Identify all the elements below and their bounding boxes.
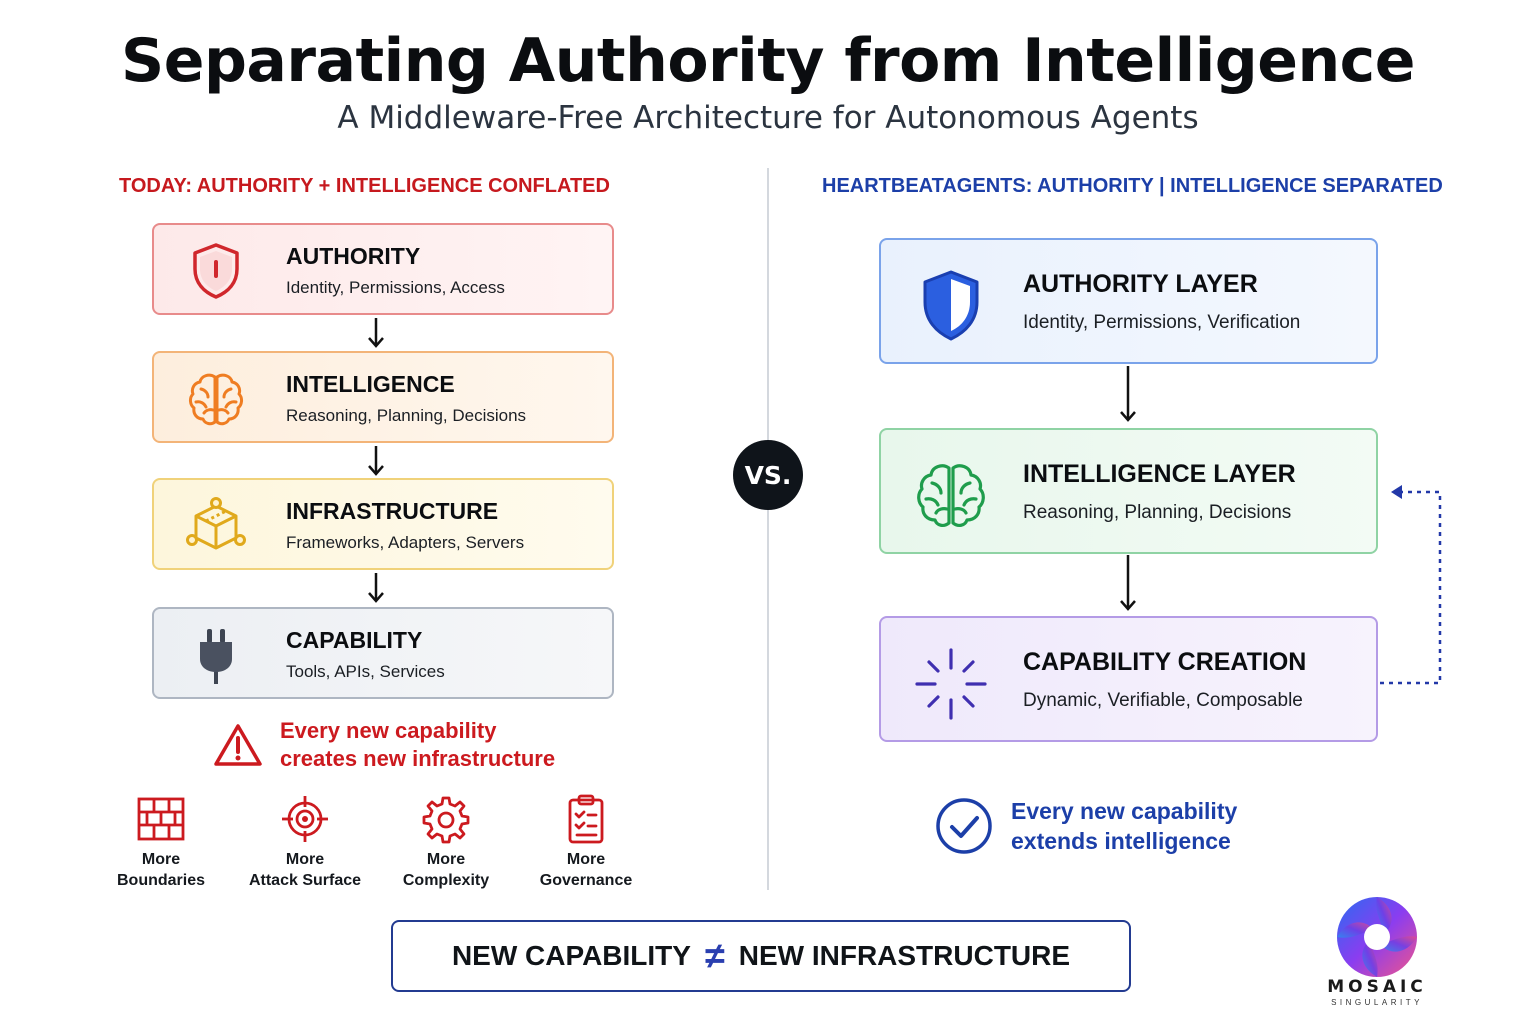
gear-icon <box>422 796 470 844</box>
not-equal-symbol: ≠ <box>704 935 725 976</box>
consequence-line-1: More <box>426 851 466 868</box>
mosaic-logo-icon <box>1337 897 1417 977</box>
warning-line-1: Every new capability <box>280 718 497 743</box>
warning-line-2: creates new infrastructure <box>280 746 556 771</box>
down-arrow-icon <box>1120 555 1136 611</box>
conclusion-banner: NEW CAPABILITY ≠ NEW INFRASTRUCTURE <box>391 920 1131 992</box>
capability-creation-title: CAPABILITY CREATION <box>1023 648 1307 676</box>
plug-icon <box>200 629 232 684</box>
page-subtitle: A Middleware-Free Architecture for Auton… <box>337 100 1199 136</box>
consequence-line-1: More <box>141 851 181 868</box>
right-column-heading: HEARTBEATAGENTS: AUTHORITY | INTELLIGENC… <box>822 175 1443 197</box>
consequence-attack-surface: More Attack Surface <box>225 794 385 891</box>
cube-icon <box>186 497 246 550</box>
benefit-line-1: Every new capability <box>1011 798 1238 824</box>
authority-card: AUTHORITY Identity, Permissions, Access <box>152 223 614 315</box>
authority-layer-title: AUTHORITY LAYER <box>1023 270 1258 298</box>
vs-badge: VS. <box>733 440 803 510</box>
shield-icon <box>193 243 239 299</box>
column-divider <box>767 168 769 890</box>
brain-icon <box>917 464 985 527</box>
consequence-governance: More Governance <box>506 794 666 891</box>
consequence-line-2: Boundaries <box>116 872 205 889</box>
page-title: Separating Authority from Intelligence <box>121 26 1415 96</box>
consequence-line-2: Attack Surface <box>248 872 362 889</box>
warning-icon <box>214 724 262 766</box>
clipboard-icon <box>568 794 604 844</box>
banner-right-text: NEW INFRASTRUCTURE <box>738 940 1071 971</box>
shield-icon <box>923 270 979 341</box>
intelligence-description: Reasoning, Planning, Decisions <box>286 406 527 425</box>
consequence-boundaries: More Boundaries <box>81 794 241 891</box>
consequence-line-1: More <box>285 851 325 868</box>
down-arrow-icon <box>368 446 384 476</box>
infrastructure-title: INFRASTRUCTURE <box>286 498 499 524</box>
logo-wordmark: MOSAIC <box>1327 977 1427 997</box>
consequence-line-1: More <box>566 851 606 868</box>
down-arrow-icon <box>368 318 384 348</box>
intelligence-layer-card: INTELLIGENCE LAYER Reasoning, Planning, … <box>879 428 1378 554</box>
brain-icon <box>189 373 243 426</box>
intelligence-title: INTELLIGENCE <box>286 371 455 397</box>
infrastructure-card: INFRASTRUCTURE Frameworks, Adapters, Ser… <box>152 478 614 570</box>
down-arrow-icon <box>368 573 384 603</box>
infrastructure-description: Frameworks, Adapters, Servers <box>286 533 525 552</box>
authority-layer-description: Identity, Permissions, Verification <box>1023 312 1301 333</box>
benefit-message: Every new capability extends intelligenc… <box>1011 796 1237 856</box>
authority-layer-card: AUTHORITY LAYER Identity, Permissions, V… <box>879 238 1378 364</box>
down-arrow-icon <box>1120 366 1136 422</box>
capability-description: Tools, APIs, Services <box>286 662 445 681</box>
capability-creation-card: CAPABILITY CREATION Dynamic, Verifiable,… <box>879 616 1378 742</box>
target-icon <box>282 796 328 842</box>
brick-wall-icon <box>137 797 185 841</box>
check-circle-icon <box>936 798 992 854</box>
sparkle-icon <box>915 648 987 720</box>
intelligence-layer-title: INTELLIGENCE LAYER <box>1023 460 1296 488</box>
consequence-line-2: Governance <box>539 872 633 889</box>
warning-message: Every new capability creates new infrast… <box>280 717 555 773</box>
capability-card: CAPABILITY Tools, APIs, Services <box>152 607 614 699</box>
left-column-heading: TODAY: AUTHORITY + INTELLIGENCE CONFLATE… <box>119 175 610 197</box>
capability-title: CAPABILITY <box>286 627 423 653</box>
banner-left-text: NEW CAPABILITY <box>451 940 691 971</box>
authority-description: Identity, Permissions, Access <box>286 278 505 297</box>
intelligence-layer-description: Reasoning, Planning, Decisions <box>1023 502 1292 523</box>
feedback-loop-arrow <box>1380 485 1442 685</box>
logo-tagline: SINGULARITY <box>1331 998 1423 1007</box>
consequence-complexity: More Complexity <box>366 794 526 891</box>
consequence-line-2: Complexity <box>402 872 490 889</box>
capability-creation-description: Dynamic, Verifiable, Composable <box>1023 690 1303 711</box>
intelligence-card: INTELLIGENCE Reasoning, Planning, Decisi… <box>152 351 614 443</box>
benefit-line-2: extends intelligence <box>1011 828 1231 854</box>
authority-title: AUTHORITY <box>286 243 421 269</box>
